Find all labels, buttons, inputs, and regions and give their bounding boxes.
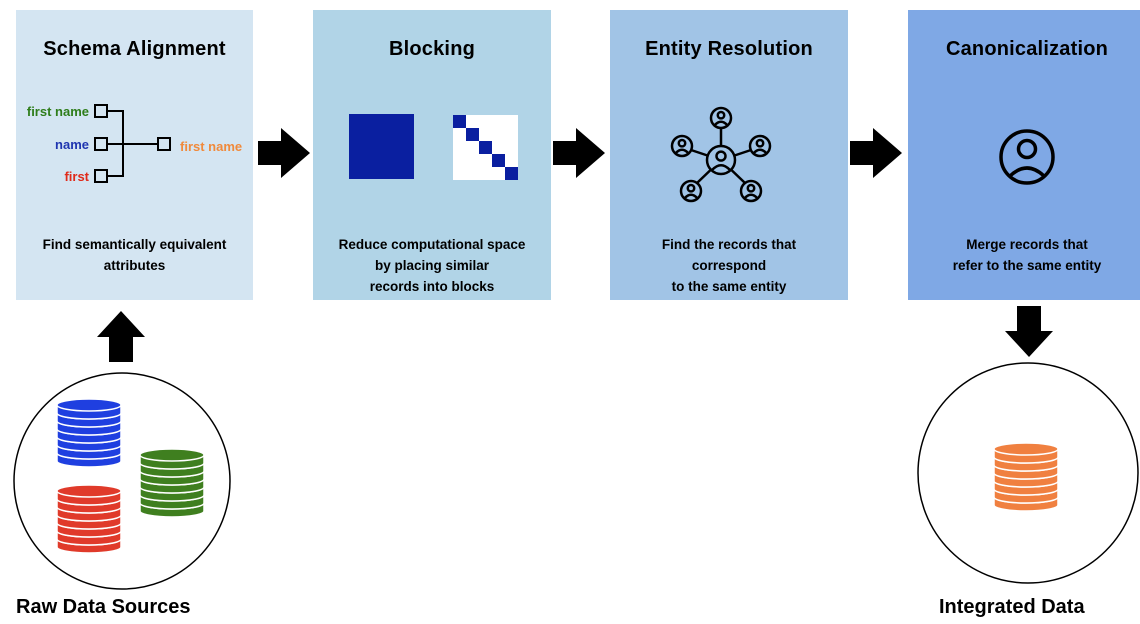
description-line: refer to the same entity (952, 258, 1102, 273)
database-icon (139, 448, 205, 518)
database-icon (56, 398, 122, 468)
field-label-first: first (64, 169, 89, 184)
stage-description: Reduce computational space by placing si… (317, 234, 547, 297)
user-icon (705, 144, 737, 176)
right-arrow-icon (553, 128, 605, 178)
stage-title: Canonicalization (945, 38, 1109, 60)
description-line: correspond (691, 258, 767, 273)
description-line: Find the records that (661, 237, 797, 252)
stage-title: Entity Resolution (645, 38, 813, 60)
field-label-first-name: first name (27, 104, 89, 119)
description-line: to the same entity (671, 279, 787, 294)
description-line: records into blocks (369, 279, 495, 294)
description-line: attributes (103, 258, 166, 273)
database-icon (56, 484, 122, 554)
stage-description: Find semantically equivalent attributes (20, 234, 249, 276)
merge-connector (107, 110, 158, 177)
right-arrow-icon (850, 128, 902, 178)
description-line: Reduce computational space (338, 237, 526, 252)
stage-schema-alignment: Schema Alignment Find semantically equiv… (16, 10, 253, 300)
stage-canonicalization: Canonicalization Merge records that refe… (908, 10, 1140, 300)
stage-title: Schema Alignment (43, 38, 226, 60)
user-icon (739, 179, 763, 203)
stage-description: Find the records that correspond to the … (614, 234, 844, 297)
block-square-icon (349, 114, 414, 179)
integrated-data-label: Integrated Data (939, 596, 1085, 618)
database-icon (993, 442, 1059, 512)
description-line: Find semantically equivalent (42, 237, 227, 252)
stage-title: Blocking (388, 38, 476, 60)
field-label-name: name (55, 137, 89, 152)
stage-description: Merge records that refer to the same ent… (912, 234, 1140, 276)
target-field-label: first name (180, 139, 242, 154)
raw-data-sources-label: Raw Data Sources (16, 596, 191, 618)
user-icon (748, 134, 772, 158)
user-icon (670, 134, 694, 158)
user-icon (709, 106, 733, 130)
down-arrow-icon (1005, 306, 1053, 357)
description-line: by placing similar (374, 258, 490, 273)
up-arrow-icon (97, 311, 145, 362)
block-matrix-icon (453, 115, 518, 180)
right-arrow-icon (258, 128, 310, 178)
user-icon (679, 179, 703, 203)
description-line: Merge records that (966, 237, 1088, 252)
